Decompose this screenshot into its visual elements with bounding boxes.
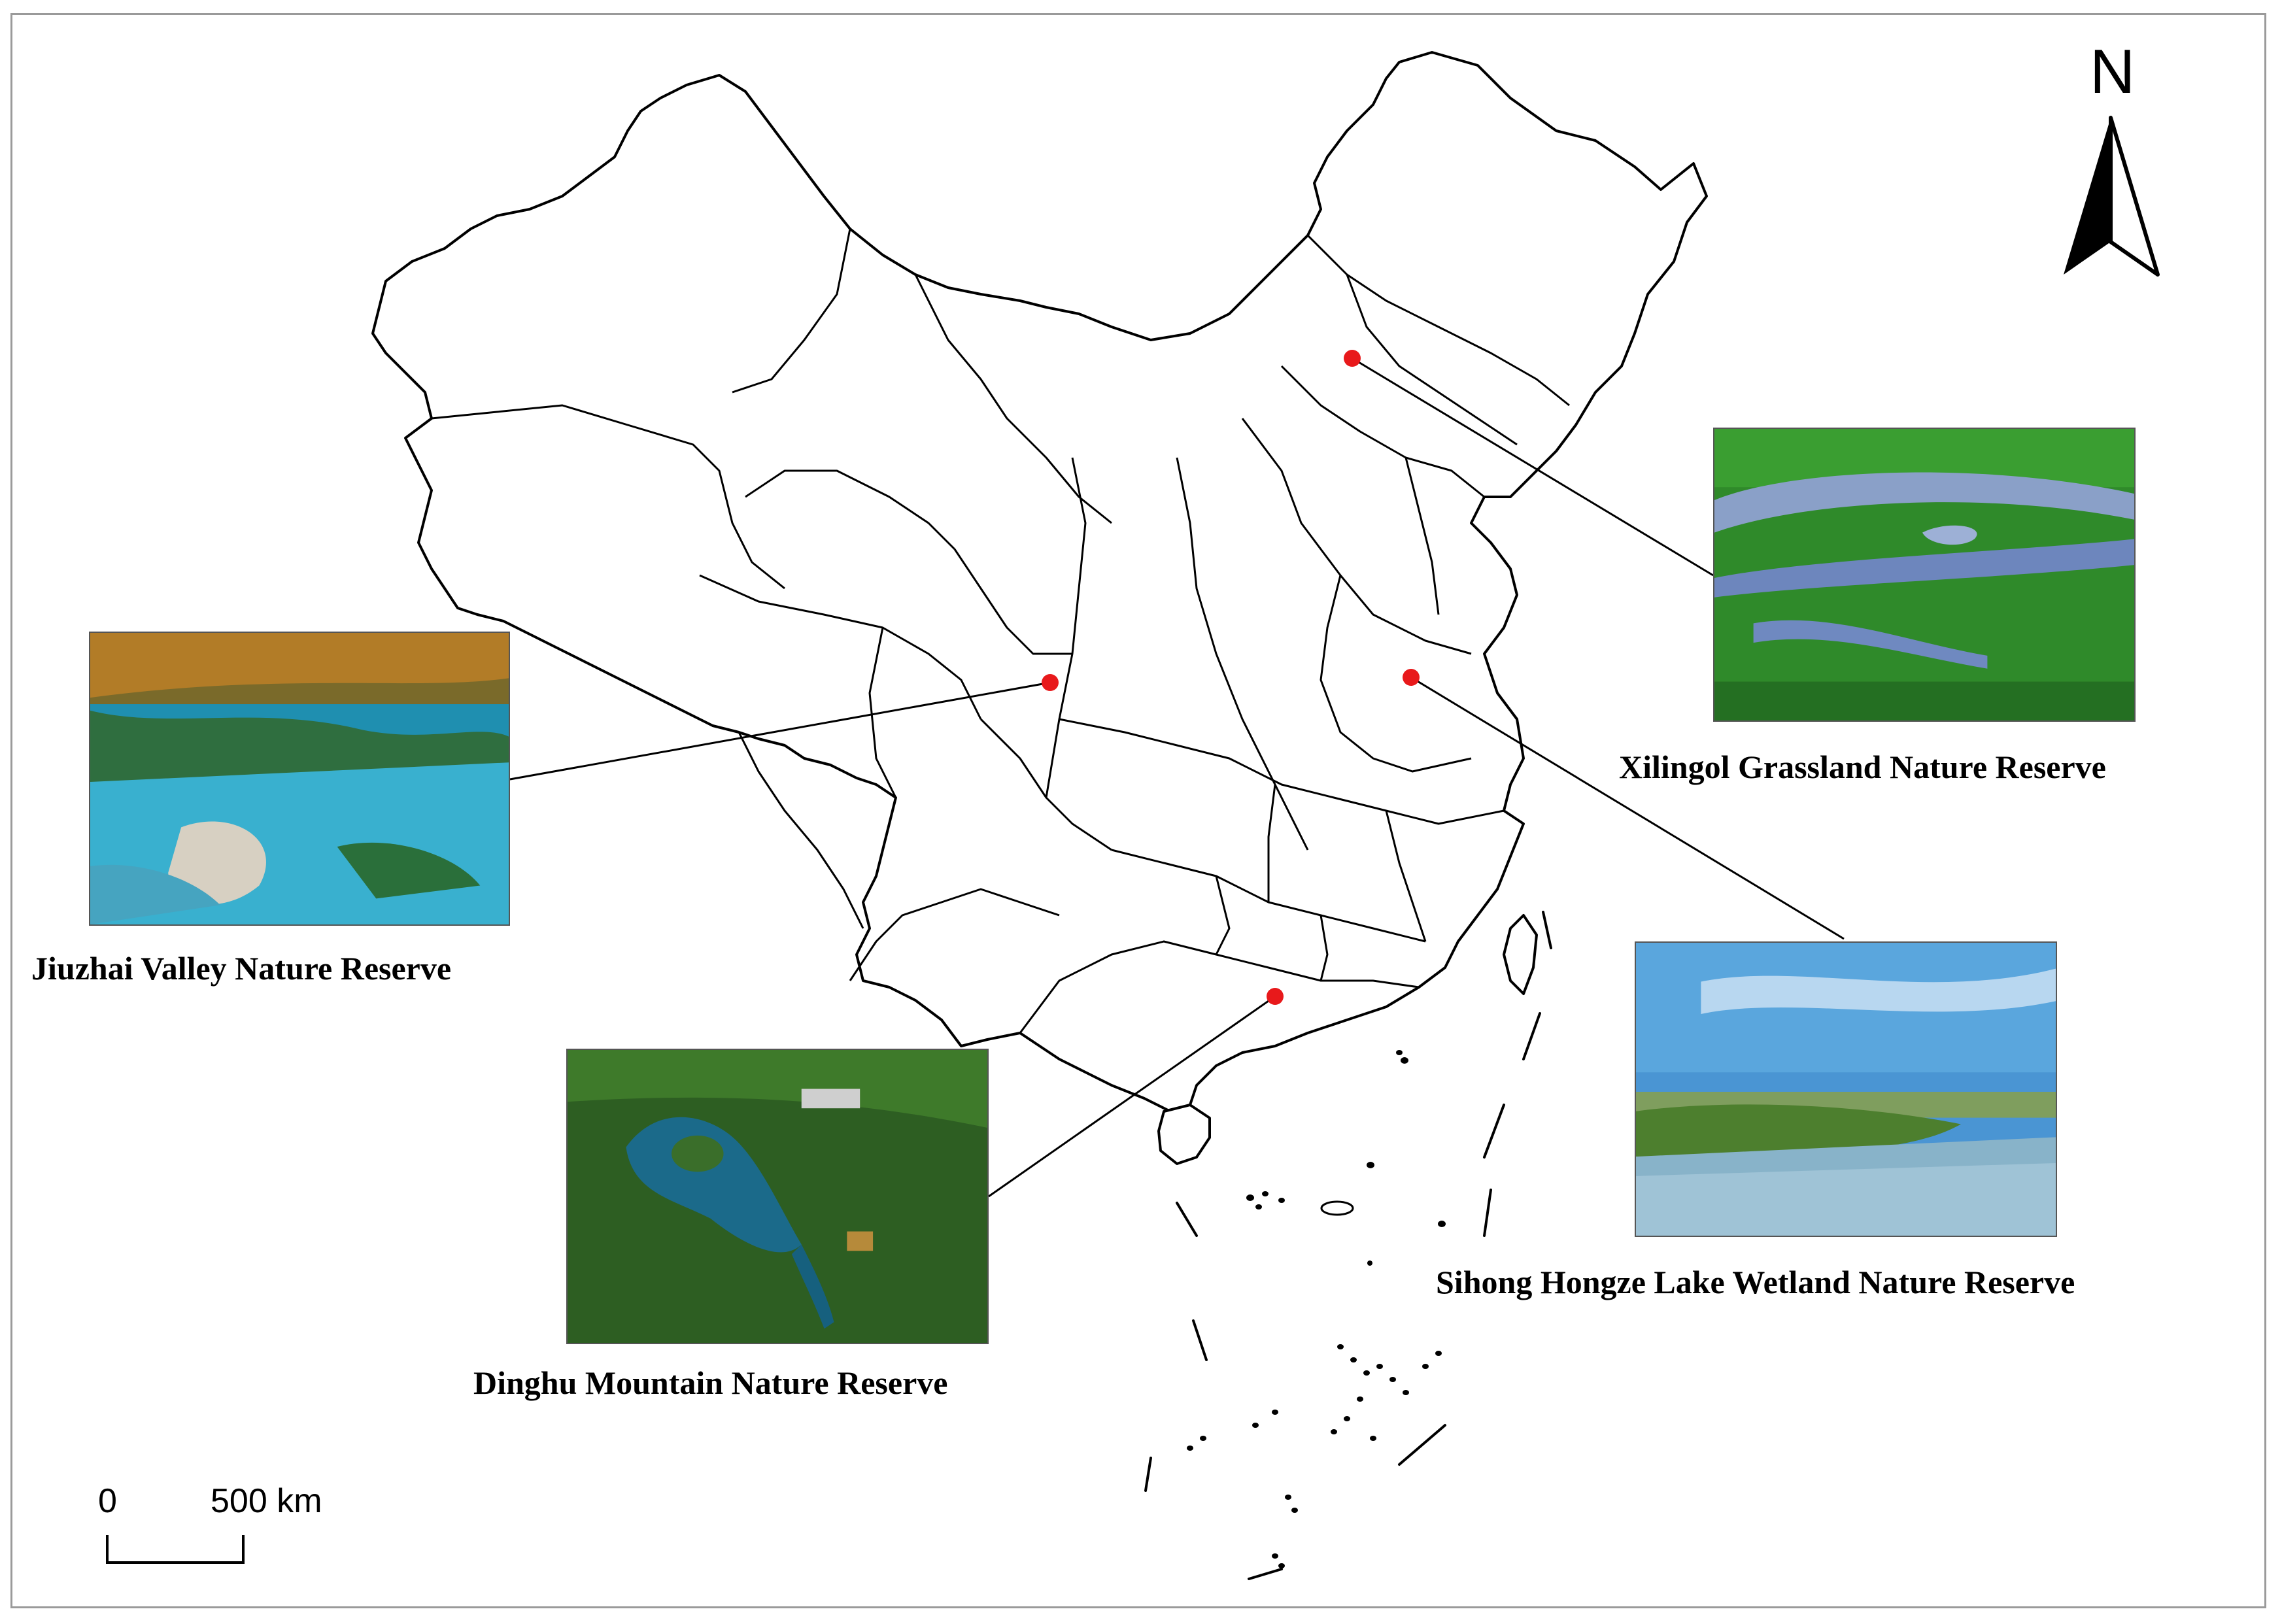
sihong-photo <box>1635 941 2057 1237</box>
north-arrow-icon <box>2064 116 2160 277</box>
leader-lines <box>509 357 1845 1198</box>
province-boundaries <box>431 228 1570 1034</box>
south-china-sea-islands <box>1187 1050 1446 1568</box>
xilingol-photo <box>1713 428 2136 722</box>
country-outline <box>371 51 1708 1165</box>
marker-jiuzhai <box>1042 674 1059 691</box>
sihong-caption: Sihong Hongze Lake Wetland Nature Reserv… <box>1436 1264 2075 1300</box>
scale-start-label: 0 <box>98 1482 117 1520</box>
island-rings <box>1320 1200 1354 1216</box>
scale-end-label: 500 km <box>211 1482 322 1520</box>
site-markers <box>1042 350 1420 1005</box>
xilingol-caption: Xilingol Grassland Nature Reserve <box>1619 749 2106 785</box>
marker-xilingol <box>1344 350 1361 367</box>
nine-dash-line <box>1144 911 1552 1580</box>
north-arrow-label: N <box>2090 37 2136 107</box>
scale-bar-icon <box>106 1535 245 1564</box>
marker-dinghu <box>1267 988 1284 1005</box>
jiuzhai-photo <box>89 632 510 926</box>
dinghu-caption: Dinghu Mountain Nature Reserve <box>473 1364 948 1401</box>
marker-sihong <box>1403 669 1420 686</box>
dinghu-photo <box>566 1049 989 1344</box>
jiuzhai-caption: Jiuzhai Valley Nature Reserve <box>31 950 452 987</box>
